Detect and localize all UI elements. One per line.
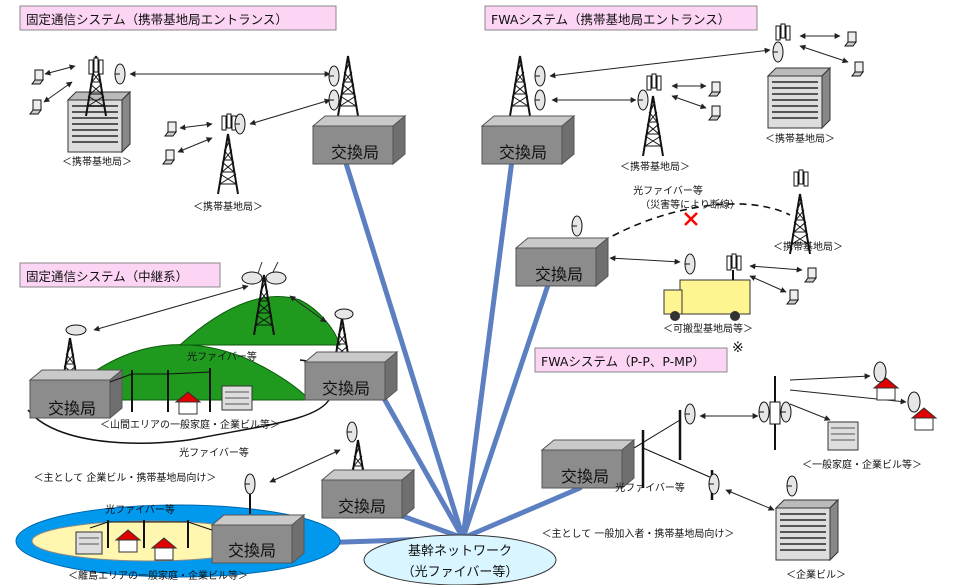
label-disaster-cut: （災害等により断線） [640, 198, 740, 211]
exchange-6-label: 交換局 [228, 541, 276, 560]
label-fiber-1: 光ファイバー等 [633, 184, 703, 197]
label-mobile-base-station-1: ＜携帯基地局＞ [62, 155, 132, 168]
building-small-island [75, 531, 103, 555]
section-box-fixed-relay [19, 262, 221, 288]
label-fiber-4: 光ファイバー等 [105, 503, 175, 516]
label-fiber-2: 光ファイバー等 [187, 350, 257, 363]
section-box-fixed-entrance [19, 5, 337, 31]
label-mountain-area: ＜山間エリアの一般家庭・企業ビル等＞ [100, 418, 280, 431]
label-for-business-mobile: ＜主として 企業ビル・携帯基地局向け＞ [34, 471, 217, 484]
backbone-links [252, 157, 583, 548]
exchange-3-label: 交換局 [535, 265, 583, 284]
section-title-fwa-pmp: FWAシステム（P-P、P-MP） [541, 354, 705, 369]
label-for-subscribers-mobile: ＜主として 一般加入者・携帯基地局向け＞ [542, 527, 735, 540]
label-homes-business: ＜一般家庭・企業ビル等＞ [802, 458, 922, 471]
utility-poles-island [89, 520, 213, 548]
portable-base-station-truck [663, 279, 751, 321]
building-small-mountain [221, 385, 253, 411]
section-title-fixed-relay: 固定通信システム（中継系） [26, 269, 188, 284]
label-mobile-base-station-5: ＜携帯基地局＞ [773, 240, 843, 253]
label-fiber-3: 光ファイバー等 [179, 446, 249, 459]
exchange-2-label: 交換局 [499, 143, 547, 162]
label-island-area: ＜離島エリアの一般家庭・企業ビル等＞ [68, 569, 248, 582]
backbone-line1: 基幹ネットワーク [408, 543, 512, 559]
backbone-network [363, 534, 557, 585]
label-mobile-base-station-2: ＜携帯基地局＞ [193, 200, 263, 213]
backbone-line2: （光ファイバー等） [402, 564, 519, 580]
exchange-1-label: 交換局 [331, 143, 379, 162]
section-title-fwa-entrance: FWAシステム（携帯基地局エントランス） [491, 12, 730, 27]
label-mobile-base-station-3: ＜携帯基地局＞ [620, 160, 690, 173]
label-fiber-5: 光ファイバー等 [615, 481, 685, 494]
section-box-fwa-entrance [484, 5, 758, 31]
section-note-mark: ※ [732, 340, 744, 356]
business-building [775, 499, 839, 561]
exchange-7-label: 交換局 [338, 497, 386, 516]
section-title-fixed-entrance: 固定通信システム（携帯基地局エントランス） [26, 12, 288, 27]
building-small-pmp [827, 421, 859, 451]
exchange-8-label: 交換局 [561, 467, 609, 486]
cut-x-mark [684, 212, 698, 226]
label-portable-base-station: ＜可搬型基地局等＞ [663, 322, 753, 335]
label-mobile-base-station-4: ＜携帯基地局＞ [765, 132, 835, 145]
utility-poles-mountain [109, 368, 211, 412]
base-station-building-right [767, 67, 831, 129]
section-box-fwa-pmp [534, 347, 728, 373]
exchange-5-label: 交換局 [322, 379, 370, 398]
label-business-building: ＜企業ビル＞ [786, 568, 846, 581]
exchange-4-label: 交換局 [48, 399, 96, 418]
